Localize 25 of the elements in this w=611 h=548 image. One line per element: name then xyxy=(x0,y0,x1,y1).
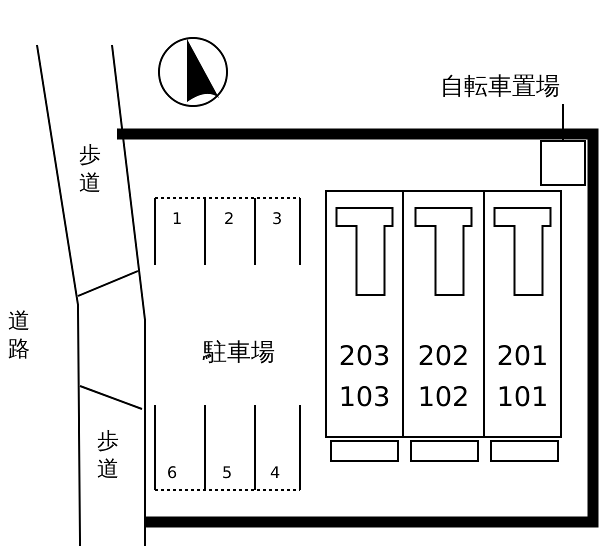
sidewalk-label: 歩道 xyxy=(79,142,102,198)
unit-number: 101 xyxy=(496,381,548,415)
sidewalk-label: 歩道 xyxy=(97,428,120,484)
parking-lot-label: 駐車場 xyxy=(203,340,275,364)
apartment-unit xyxy=(325,190,404,438)
unit-number: 201 xyxy=(496,340,548,374)
unit-number: 102 xyxy=(418,381,470,415)
parking-space-number: 6 xyxy=(167,465,178,481)
bike-shed xyxy=(540,140,586,186)
parking-space-number: 5 xyxy=(222,465,232,481)
leader-line xyxy=(562,104,564,140)
balcony xyxy=(410,440,479,462)
balcony xyxy=(330,440,399,462)
parking-space-number: 4 xyxy=(270,465,280,481)
apartment-unit xyxy=(483,190,562,438)
road-label: 道路 xyxy=(8,308,31,364)
parking-space-number: 3 xyxy=(272,211,282,227)
parking-space-number: 1 xyxy=(172,211,182,227)
balcony xyxy=(490,440,559,462)
unit-number: 202 xyxy=(418,340,470,374)
parking-space-number: 2 xyxy=(224,211,234,227)
bike-parking-label: 自転車置場 xyxy=(440,74,588,102)
apartment-unit xyxy=(402,190,485,438)
unit-number: 203 xyxy=(338,340,390,374)
unit-number: 103 xyxy=(338,381,390,415)
